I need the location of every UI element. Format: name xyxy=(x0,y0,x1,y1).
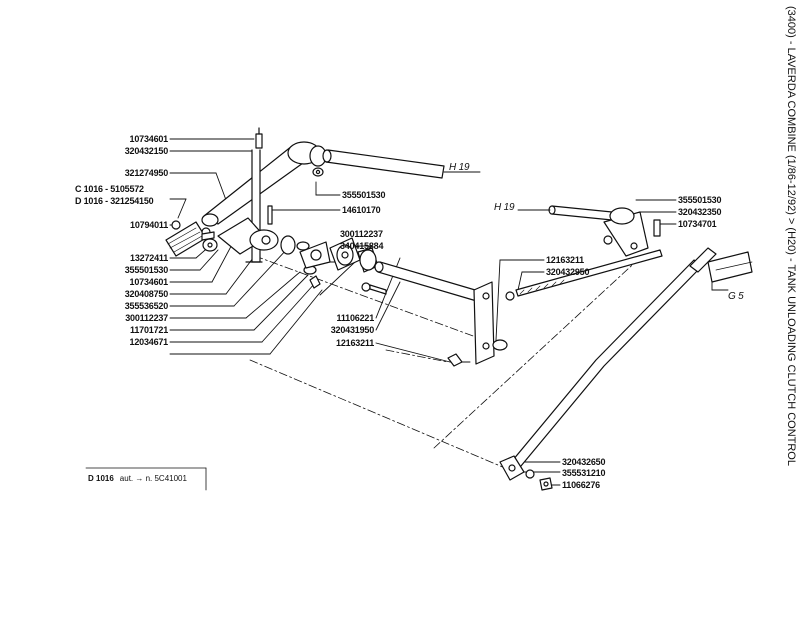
yoke-bracket xyxy=(217,205,279,255)
part-label: 12034671 xyxy=(129,337,169,347)
part-label: 10734601 xyxy=(129,277,169,287)
part-label: 355531210 xyxy=(562,468,606,478)
part-label: 300112237 xyxy=(340,229,383,239)
part-label: 10734701 xyxy=(678,219,717,229)
leader-lines-left xyxy=(169,138,323,355)
part-label: 14610170 xyxy=(342,205,381,215)
part-label: 12163211 xyxy=(546,255,584,265)
footnote-model: D 1016 xyxy=(88,474,114,483)
washer-2 xyxy=(296,241,310,251)
part-label: 10794011 xyxy=(130,220,168,230)
part-label: 355536520 xyxy=(124,301,168,311)
ref-h19-left: H 19 xyxy=(449,162,470,173)
footnote: D 1016 aut. → n. 5C41001 xyxy=(88,474,187,483)
part-label: 355501530 xyxy=(124,265,168,275)
pivot-flange xyxy=(329,237,379,273)
part-label: 320408750 xyxy=(124,289,168,299)
part-label: 355501530 xyxy=(342,190,386,200)
part-label: 11106221 xyxy=(336,313,375,323)
part-label: 320432150 xyxy=(124,146,168,156)
part-label: 10734601 xyxy=(129,134,169,144)
small-bolt xyxy=(171,220,215,241)
long-rod xyxy=(499,259,703,491)
part-label: 11066276 xyxy=(562,480,600,490)
part-label: 12163211 xyxy=(336,338,374,348)
page-title: (3400) - LAVERDA COMBINE (1/86-12/92) > … xyxy=(785,6,797,466)
bolt-11106221 xyxy=(361,282,387,295)
part-label: 320432950 xyxy=(546,267,590,277)
part-label: 321274950 xyxy=(124,168,168,178)
split-pin xyxy=(255,127,263,149)
cross-shaft xyxy=(374,261,508,365)
rod-h19-right xyxy=(517,205,613,221)
part-label: C 1016 - 5105572 xyxy=(75,184,144,194)
part-label: 320432650 xyxy=(562,457,606,467)
part-label: 300112237 xyxy=(125,313,168,323)
ref-h19-right: H 19 xyxy=(494,202,515,213)
ref-g5: G 5 xyxy=(728,291,744,302)
end-fitting-g5 xyxy=(689,247,753,291)
part-label: 320432350 xyxy=(678,207,722,217)
construction-lines xyxy=(249,255,643,469)
part-label: D 1016 - 321254150 xyxy=(75,196,154,206)
part-label: 320431950 xyxy=(330,325,374,335)
part-label: 340415884 xyxy=(340,241,384,251)
bushing-1 xyxy=(280,235,296,255)
shaft-upper xyxy=(312,149,445,179)
right-bracket xyxy=(603,207,661,257)
part-label: 13272411 xyxy=(130,253,168,263)
part-label: 11701721 xyxy=(130,325,168,335)
part-label: 355501530 xyxy=(678,195,722,205)
nut-12163211 xyxy=(447,353,463,367)
threaded-rod xyxy=(505,249,663,301)
footnote-note: aut. → n. 5C41001 xyxy=(119,474,187,483)
